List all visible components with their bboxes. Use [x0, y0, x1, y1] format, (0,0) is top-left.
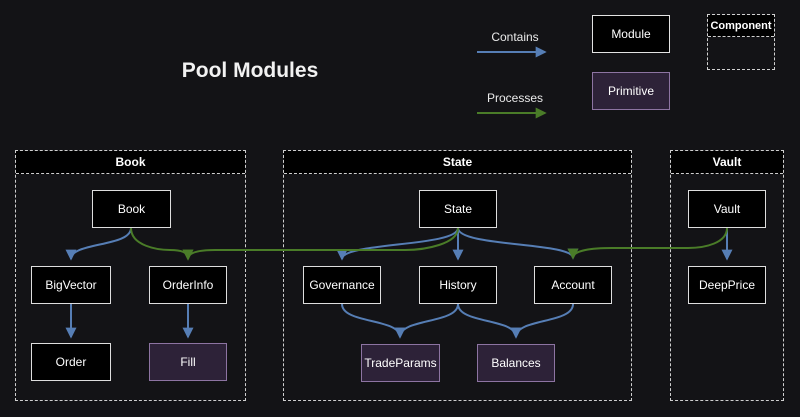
- legend-contains-label: Contains: [491, 30, 539, 44]
- node-governance: Governance: [303, 266, 381, 304]
- node-balances: Balances: [477, 344, 555, 382]
- group-vault-title: Vault: [671, 151, 783, 174]
- group-book: Book: [15, 150, 246, 401]
- node-orderinfo: OrderInfo: [149, 266, 227, 304]
- group-book-title: Book: [16, 151, 245, 174]
- node-account: Account: [534, 266, 612, 304]
- node-book: Book: [92, 190, 171, 228]
- legend-component-box: Component: [707, 14, 775, 70]
- group-state: State: [283, 150, 632, 401]
- node-fill: Fill: [149, 343, 227, 381]
- node-tradeparams: TradeParams: [361, 344, 440, 382]
- node-history: History: [419, 266, 497, 304]
- node-vault: Vault: [688, 190, 766, 228]
- legend-processes-label: Processes: [486, 91, 544, 105]
- node-state: State: [419, 190, 497, 228]
- node-deepprice: DeepPrice: [688, 266, 766, 304]
- legend-component-label: Component: [708, 15, 774, 37]
- legend-module-box: Module: [592, 15, 670, 53]
- page-title: Pool Modules: [181, 59, 319, 82]
- legend-module-label: Module: [611, 27, 651, 41]
- group-vault: Vault: [670, 150, 784, 401]
- legend-primitive-label: Primitive: [607, 84, 654, 98]
- group-state-title: State: [284, 151, 631, 174]
- legend-primitive-box: Primitive: [592, 72, 670, 110]
- node-order: Order: [31, 343, 111, 381]
- node-bigvector: BigVector: [31, 266, 111, 304]
